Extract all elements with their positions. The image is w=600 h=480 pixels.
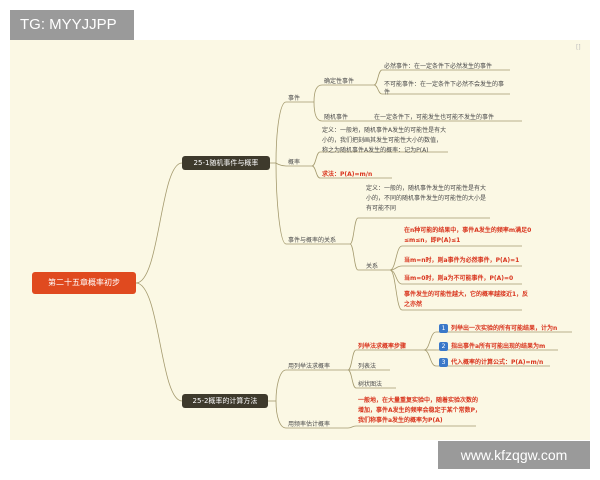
root-node[interactable]: 第二十五章概率初步 [32,272,136,294]
watermark-bottom-right: www.kfzqgw.com [438,441,590,469]
node-random-event[interactable]: 随机事件 [324,114,349,121]
section-node-25-1[interactable]: 25-1随机事件与概率 [182,156,270,170]
connector-root-section1 [135,162,183,284]
node-relation-definition: 定义：一般的，随机事件发生的可能性是有大 小的，不同的随机事件发生的可能性的大小… [366,185,487,212]
watermark-top-left: TG: MYYJJPP [10,10,134,40]
node-list-method[interactable]: 列表法 [358,363,377,370]
step-number-badge: 1 [439,324,448,333]
step-number-badge: 3 [439,358,448,367]
relation-item-3: 当m=0时，则a为不可能事件，P(A)=0 [404,275,514,282]
relation-item-4: 事件发生的可能性越大，它的概率越接近1，反 之亦然 [404,291,529,308]
connector-root-section2 [135,282,183,402]
node-frequency-desc: 一般地，在大量重复实验中，随着实验次数的 增加，事件A发生的频率会稳定于某个常数… [358,397,482,424]
mindmap-connectors [135,69,572,429]
node-event-probability-relation[interactable]: 事件与概率的关系 [288,237,337,244]
node-probability-formula: 求法：P(A)=m/n [322,171,373,178]
node-random-event-desc: 在一定条件下，可能发生也可能不发生的事件 [374,114,495,121]
node-enumeration-steps[interactable]: 列举法求概率步骤 [358,343,407,350]
relation-item-1: 在n种可能的结果中，事件A发生的频率m满足0 ≤m≤n，即P(A)≤1 [404,227,532,244]
step-number-badge: 2 [439,342,448,351]
node-probability-definition: 定义：一般地，随机事件A发生的可能性是有大 小的，我们把刻画其发生可能性大小的数… [322,127,447,154]
node-sure-event[interactable]: 必然事件：在一定条件下必然发生的事件 [384,63,493,70]
node-event[interactable]: 事件 [288,95,301,102]
relation-item-2: 当m=n时，则a事件为必然事件，P(A)=1 [404,257,520,264]
node-probability[interactable]: 概率 [288,159,301,166]
node-relation[interactable]: 关系 [366,263,379,270]
node-tree-method[interactable]: 树状图法 [358,381,383,388]
node-impossible-event[interactable]: 不可能事件：在一定条件下必然不会发生的事 [384,81,505,88]
expand-icon[interactable]: [ ] [576,44,580,51]
section-node-25-2[interactable]: 25-2概率的计算方法 [182,394,268,408]
node-impossible-event-cont: 件 [384,89,391,96]
node-certain-event[interactable]: 确定性事件 [324,78,355,85]
node-enumeration-method[interactable]: 用列举法求概率 [288,363,331,370]
mindmap-canvas[interactable]: [ ] [10,40,590,440]
node-frequency-estimate[interactable]: 用频率估计概率 [288,421,331,428]
